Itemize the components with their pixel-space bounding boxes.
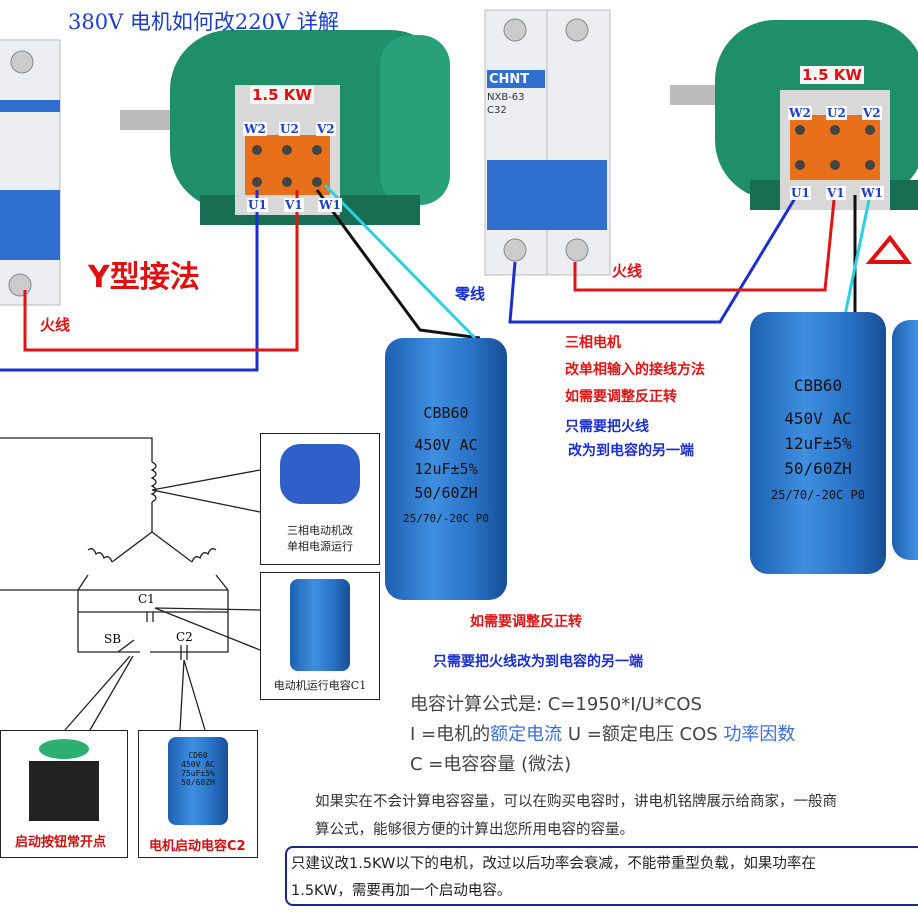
start-cap-photo: CD60 450V AC 75uF±5% 50/60ZH xyxy=(168,737,228,825)
motor-caption: 单相电源运行 xyxy=(287,540,353,553)
instruction-line: 如需要调整反正转 xyxy=(565,389,677,405)
cap-model: CBB60 xyxy=(423,404,469,422)
power-factor-link[interactable]: 功率因数 xyxy=(723,724,796,745)
breaker-rating: C32 xyxy=(487,105,507,116)
motor-caption: 三相电动机改 xyxy=(287,524,353,537)
terminal-u2-right: U2 xyxy=(826,106,847,120)
schematic xyxy=(0,437,261,731)
terminal-v1: V1 xyxy=(284,198,304,212)
note-box xyxy=(285,846,918,906)
single-phase-motor-box: 三相电动机改 单相电源运行 xyxy=(260,433,380,565)
right-motor-power: 1.5 KW xyxy=(800,66,864,84)
formula-line: C =电容容量 (微法) xyxy=(410,754,572,775)
start-cap-model: CD60 xyxy=(188,751,208,760)
middle-breaker xyxy=(484,9,611,276)
start-button-box: 启动按钮常开点 xyxy=(0,730,128,858)
cap-voltage: 450V AC xyxy=(414,436,478,454)
neutral-wire-right xyxy=(508,189,802,324)
run-capacitor: CBB60 450V AC 12uF±5% 50/60ZH 25/70/-20C… xyxy=(385,338,507,600)
cap-code: 25/70/-20C P0 xyxy=(771,488,865,502)
rated-current-link[interactable]: 额定电流 xyxy=(490,724,563,745)
page-title: 380V 电机如何改220V 详解 xyxy=(68,10,339,34)
terminal-w1: W1 xyxy=(318,198,342,212)
cap-capacitance: 12uF±5% xyxy=(414,460,478,478)
start-cap-frequency: 50/60ZH xyxy=(181,778,215,787)
terminal-u2: U2 xyxy=(279,122,300,136)
instruction-line: 只需要把火线 xyxy=(565,419,649,435)
cap-voltage: 450V AC xyxy=(784,409,852,428)
formula-line: 电容计算公式是: C=1950*I/U*COS xyxy=(410,694,702,715)
paragraph-line: 如果实在不会计算电容容量，可以在购买电容时，讲电机铭牌展示给商家，一般商 xyxy=(315,794,837,810)
capacitor-partial xyxy=(892,320,918,560)
start-cap-box: CD60 450V AC 75uF±5% 50/60ZH 电机启动电容C2 xyxy=(138,730,258,858)
run-cap-box: 电动机运行电容C1 xyxy=(260,572,380,700)
cap-code: 25/70/-20C P0 xyxy=(402,512,490,525)
push-button-icon xyxy=(39,739,89,759)
instruction-line: 三相电机 xyxy=(565,335,621,351)
instruction-reverse: 如需要调整反正转 xyxy=(470,614,582,630)
live-wire-left xyxy=(23,190,299,352)
button-body xyxy=(29,761,99,821)
note-line: 1.5KW，需要再加一个启动电容。 xyxy=(291,883,512,899)
terminal-u1-right: U1 xyxy=(790,186,811,200)
cap-frequency: 50/60ZH xyxy=(414,484,478,502)
formula-text: U =额定电压 COS xyxy=(562,724,724,745)
terminal-v1-right: V1 xyxy=(826,186,846,200)
left-breaker xyxy=(0,39,61,306)
instruction-line: 改为到电容的另一端 xyxy=(568,443,694,459)
formula-text: I =电机的 xyxy=(410,724,491,745)
neutral-wire-label: 零线 xyxy=(455,285,486,303)
start-cap-caption: 电机启动电容C2 xyxy=(149,839,246,854)
start-cap-voltage: 450V AC xyxy=(181,760,215,769)
y-connection-label: Y型接法 xyxy=(88,260,200,295)
terminal-v2: V2 xyxy=(316,122,336,136)
terminal-u1: U1 xyxy=(247,198,268,212)
button-caption: 启动按钮常开点 xyxy=(15,835,107,850)
note-line: 只建议改1.5KW以下的电机，改过以后功率会衰减，不能带重型负载，如果功率在 xyxy=(291,856,816,872)
terminal-v2-right: V2 xyxy=(862,106,882,120)
live-wire-label-right: 火线 xyxy=(612,262,643,280)
breaker-model: NXB-63 xyxy=(487,92,525,103)
c1-label: C1 xyxy=(138,592,155,606)
run-capacitor-right: CBB60 450V AC 12uF±5% 50/60ZH 25/70/-20C… xyxy=(750,312,886,574)
cap-capacitance: 12uF±5% xyxy=(784,434,852,453)
cap-frequency: 50/60ZH xyxy=(784,459,852,478)
live-wire-label-left: 火线 xyxy=(40,316,71,334)
instruction-swap: 只需要把火线改为到电容的另一端 xyxy=(433,654,643,670)
warning-triangle-icon xyxy=(865,234,912,264)
cap-model: CBB60 xyxy=(793,376,843,395)
start-cap-capacitance: 75uF±5% xyxy=(181,769,215,778)
run-cap-caption: 电动机运行电容C1 xyxy=(273,679,367,692)
formula-line: I =电机的额定电流 U =额定电压 COS 功率因数 xyxy=(410,720,795,746)
sb-label: SB xyxy=(104,632,122,646)
terminal-w2: W2 xyxy=(243,122,267,136)
terminal-w2-right: W2 xyxy=(788,106,812,120)
terminal-w1-right: W1 xyxy=(860,186,884,200)
c2-label: C2 xyxy=(176,630,193,644)
left-motor xyxy=(120,30,450,225)
instruction-line: 改单相输入的接线方法 xyxy=(565,362,705,378)
neutral-wire-left xyxy=(0,190,259,372)
paragraph-line: 算公式，能够很方便的计算出您所用电容的容量。 xyxy=(315,822,634,838)
left-motor-power: 1.5 KW xyxy=(250,86,314,104)
breaker-brand: CHNT xyxy=(489,72,530,87)
live-wire-right xyxy=(573,189,837,292)
motor-photo xyxy=(280,444,360,504)
run-cap-photo xyxy=(290,579,350,671)
